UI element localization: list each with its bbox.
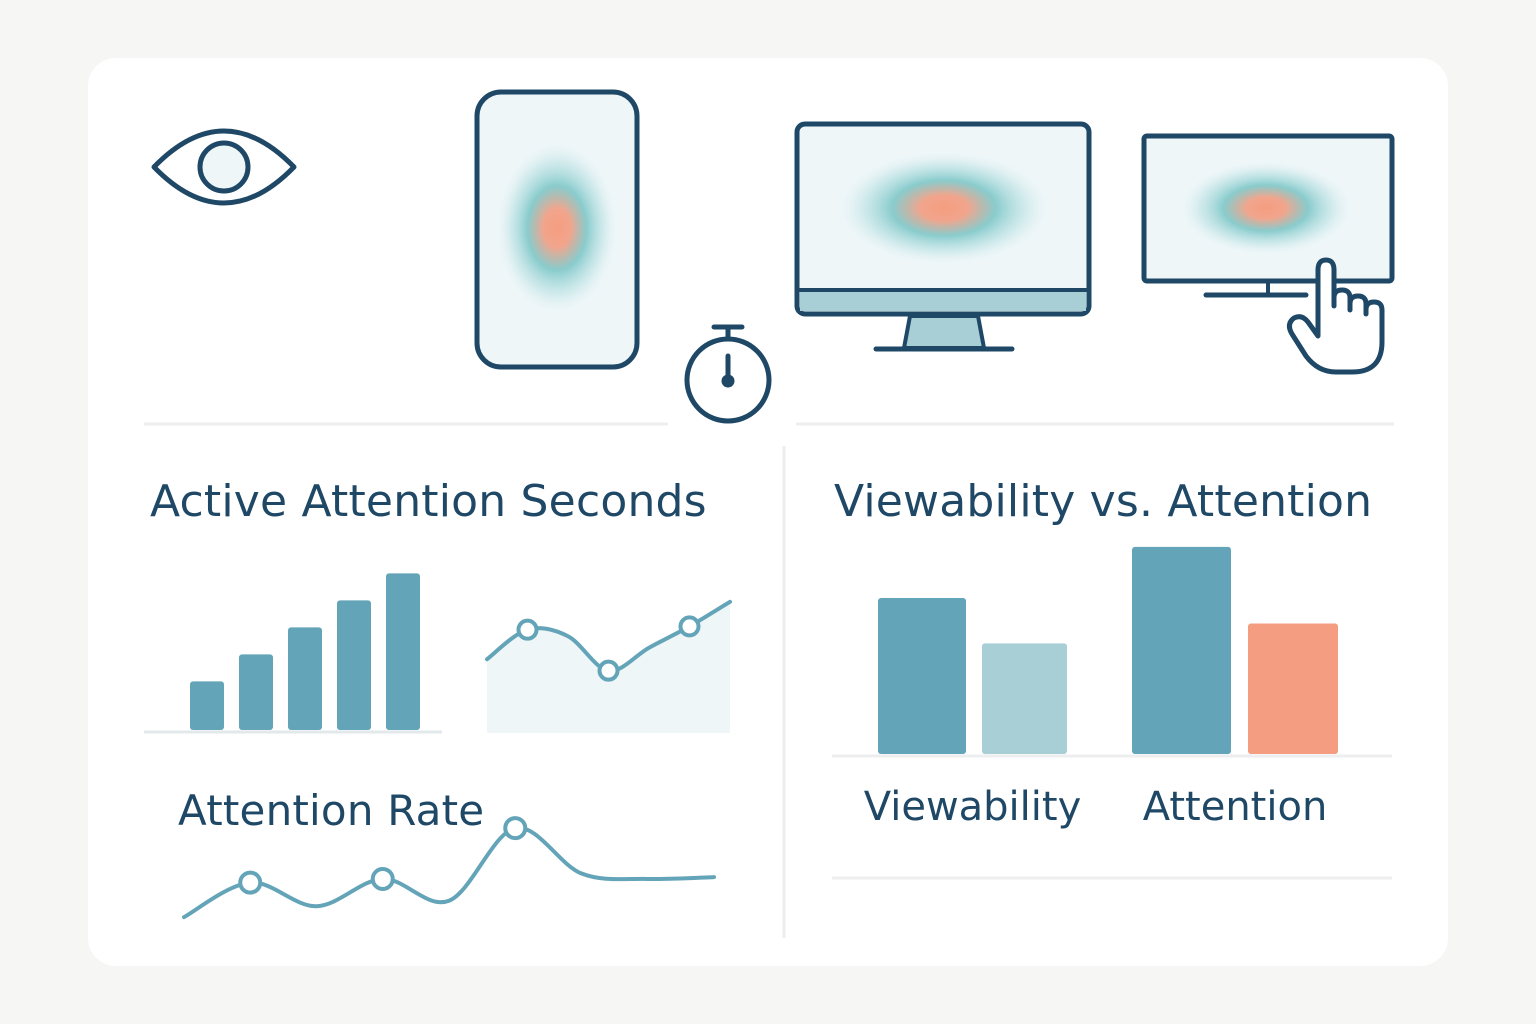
comparison-bar-viewability-2 [982, 643, 1067, 754]
stopwatch-icon [684, 324, 772, 424]
attention-area-point-1 [516, 618, 539, 641]
attention-area-fill [487, 601, 730, 733]
pointing-hand-icon [1286, 257, 1385, 375]
attention-bar-3 [288, 627, 322, 730]
attention-rate-line [182, 826, 716, 920]
phone-heatmap [495, 140, 619, 316]
comparison-bar-viewability-1 [878, 597, 966, 754]
desktop-heatmap [836, 150, 1052, 266]
attention-rate-point-3 [503, 816, 528, 841]
attention-rate-point-2 [370, 866, 395, 891]
attention-bar-5 [386, 573, 420, 730]
attention-bar-2 [239, 654, 273, 730]
category-label-attention: Attention [1142, 784, 1328, 830]
smartphone-icon [474, 89, 640, 370]
attention-bar-4 [337, 600, 371, 730]
comparison-bar-attention-2 [1248, 623, 1338, 754]
charts-layer [182, 546, 1338, 920]
attention-bar-1 [190, 681, 224, 730]
touch-monitor-heatmap [1178, 160, 1354, 256]
desktop-monitor-icon [794, 121, 1092, 352]
active-attention-heading: Active Attention Seconds [150, 476, 707, 527]
attention-area-point-2 [597, 659, 620, 682]
attention-area-point-3 [678, 615, 701, 638]
eye-icon [151, 128, 297, 206]
touch-monitor-icon [1141, 133, 1395, 298]
attention-rate-heading: Attention Rate [178, 786, 485, 835]
attention-rate-point-1 [238, 870, 263, 895]
viewability-vs-attention-heading: Viewability vs. Attention [834, 476, 1373, 527]
comparison-bar-attention-1 [1132, 546, 1231, 754]
category-label-viewability: Viewability [863, 784, 1082, 830]
